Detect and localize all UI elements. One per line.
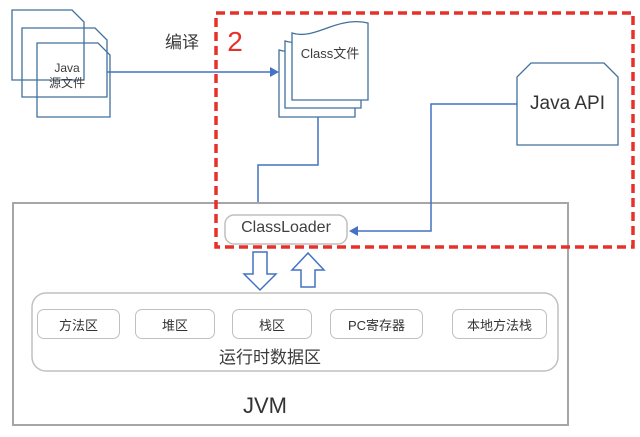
- runtime-box-native-method-stack: 本地方法栈: [452, 309, 547, 339]
- highlight-dashed-box: [214, 11, 635, 249]
- java-source-doc-front: [36, 42, 111, 118]
- java-source-file-stack: [11, 9, 111, 118]
- jvm-label: JVM: [243, 393, 287, 418]
- java-api-label: Java API: [530, 93, 605, 114]
- java-source-label-line2: 源文件: [48, 76, 85, 90]
- java-source-label-line1: Java: [54, 61, 80, 75]
- class-file-doc-front: [291, 20, 369, 101]
- runtime-box-label: 方法区: [58, 317, 98, 333]
- javaapi-to-classloader-arrow: [349, 103, 517, 236]
- class-file-stack: [278, 20, 369, 118]
- compile-arrow: [107, 67, 279, 77]
- classloader-label: ClassLoader: [241, 219, 331, 236]
- runtime-box-label: 堆区: [161, 317, 188, 333]
- classloader-box: [224, 214, 348, 245]
- java-api-shape: [516, 62, 619, 146]
- runtime-box-heap-area: 堆区: [135, 309, 215, 339]
- runtime-box-pc-register: PC寄存器: [330, 309, 423, 339]
- step-number-label: 2: [227, 26, 243, 57]
- block-arrow-up: [290, 251, 326, 288]
- java-source-doc-middle: [21, 27, 108, 98]
- runtime-box-label: 栈区: [258, 317, 285, 333]
- classfile-to-classloader-arrow: [253, 117, 319, 213]
- java-source-label: Java 源文件: [28, 61, 106, 91]
- class-file-label: Class文件: [300, 46, 360, 61]
- runtime-data-area-label: 运行时数据区: [219, 348, 321, 367]
- java-source-doc-back: [11, 9, 85, 81]
- runtime-box-label: 本地方法栈: [466, 317, 532, 333]
- runtime-box-stack-area: 栈区: [232, 309, 312, 339]
- block-arrow-down: [242, 251, 278, 292]
- runtime-box-label: PC寄存器: [347, 317, 406, 333]
- runtime-box-method-area: 方法区: [37, 309, 120, 339]
- compile-label: 编译: [165, 33, 199, 52]
